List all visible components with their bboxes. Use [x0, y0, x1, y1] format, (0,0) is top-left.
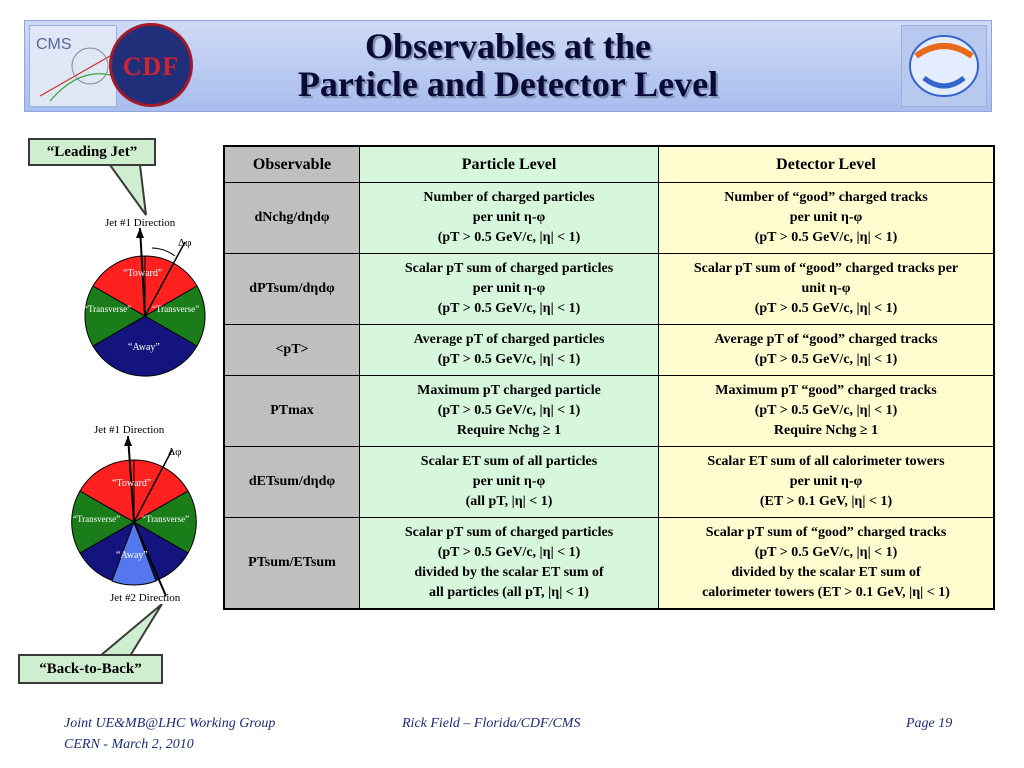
cell-line: (pT > 0.5 GeV/c, |η| < 1) [754, 301, 898, 316]
footer-left-line2: CERN - March 2, 2010 [64, 737, 194, 752]
cell-line: calorimeter towers (ET > 0.1 GeV, |η| < … [702, 585, 950, 600]
detector-cell: Scalar pT sum of “good” charged tracks p… [658, 253, 995, 325]
cell-line: Scalar pT sum of “good” charged tracks p… [693, 261, 959, 276]
toward-label-bottom: “Toward” [112, 478, 152, 489]
transverse-left-label-bottom: “Transverse” [73, 514, 121, 524]
cell-line: (all pT, |η| < 1) [465, 494, 553, 509]
observable-cell: PTsum/ETsum [223, 517, 360, 610]
detector-cell: Maximum pT “good” charged tracks (pT > 0… [658, 375, 995, 447]
cell-line: (pT > 0.5 GeV/c, |η| < 1) [754, 545, 898, 560]
detector-cell: Number of “good” charged tracks per unit… [658, 182, 995, 254]
observable-cell: <pT> [223, 324, 360, 376]
observables-table: Observable Particle Level Detector Level… [223, 145, 995, 610]
cell-line: (pT > 0.5 GeV/c, |η| < 1) [437, 230, 581, 245]
leading-jet-pointer [108, 165, 147, 216]
cell-line: (pT > 0.5 GeV/c, |η| < 1) [754, 403, 898, 418]
table-row: PTmax Maximum pT charged particle (pT > … [223, 375, 995, 447]
transverse-left-label-top: “Transverse” [84, 304, 132, 314]
toward-label-top: “Toward” [123, 268, 163, 279]
cell-line: Average pT of charged particles [413, 332, 605, 347]
observable-cell: PTmax [223, 375, 360, 447]
cell-line: Average pT of “good” charged tracks [714, 332, 938, 347]
title-line-2: Particle and Detector Level [297, 64, 719, 104]
particle-cell: Average pT of charged particles (pT > 0.… [359, 324, 659, 376]
table-row: PTsum/ETsum Scalar pT sum of charged par… [223, 517, 995, 610]
away-label-bottom: “Away” [116, 550, 148, 561]
page-title: Observables at the Particle and Detector… [25, 27, 991, 103]
observable-cell: dPTsum/dηdφ [223, 253, 360, 325]
particle-cell: Scalar pT sum of charged particles (pT >… [359, 517, 659, 610]
table-row: dNchg/dηdφ Number of charged particles p… [223, 182, 995, 254]
title-banner: CMS CDF Observables at the Particle and … [24, 20, 992, 112]
cell-line: divided by the scalar ET sum of [414, 565, 604, 580]
event-diagram-top [84, 228, 206, 377]
cell-line: Maximum pT charged particle [417, 383, 601, 398]
header-detector-level: Detector Level [658, 145, 995, 183]
leading-jet-callout: “Leading Jet” [28, 138, 156, 166]
footer-left-line1: Joint UE&MB@LHC Working Group [64, 716, 276, 731]
detector-cell: Average pT of “good” charged tracks (pT … [658, 324, 995, 376]
cell-line: Number of charged particles [423, 190, 595, 205]
cell-line: Require Nchg ≥ 1 [456, 423, 562, 438]
cell-line: Scalar ET sum of all calorimeter towers [707, 454, 945, 469]
cell-line: Require Nchg ≥ 1 [773, 423, 879, 438]
ue-logo [901, 25, 987, 107]
observable-cell: dETsum/dηdφ [223, 446, 360, 518]
cms-logo-text: CMS [36, 36, 72, 53]
particle-cell: Scalar pT sum of charged particles per u… [359, 253, 659, 325]
observable-cell: dNchg/dηdφ [223, 182, 360, 254]
particle-cell: Number of charged particles per unit η-φ… [359, 182, 659, 254]
detector-cell: Scalar ET sum of all calorimeter towers … [658, 446, 995, 518]
cell-line: (ET > 0.1 GeV, |η| < 1) [759, 494, 893, 509]
cell-line: unit η-φ [801, 281, 851, 296]
footer-page-number: Page 19 [906, 716, 953, 731]
cell-line: all particles (all pT, |η| < 1) [429, 585, 589, 600]
cell-line: (pT > 0.5 GeV/c, |η| < 1) [437, 352, 581, 367]
cell-line: per unit η-φ [472, 210, 546, 225]
table-row: <pT> Average pT of charged particles (pT… [223, 324, 995, 376]
cell-line: per unit η-φ [472, 281, 546, 296]
particle-cell: Maximum pT charged particle (pT > 0.5 Ge… [359, 375, 659, 447]
jet1-direction-label: Jet #1 Direction [105, 217, 176, 229]
cell-line: (pT > 0.5 GeV/c, |η| < 1) [754, 230, 898, 245]
cdf-logo-text: CDF [122, 52, 180, 81]
cell-line: Scalar pT sum of “good” charged tracks [705, 525, 947, 540]
jet1-direction-label-bottom: Jet #1 Direction [94, 424, 165, 436]
back-to-back-callout: “Back-to-Back” [18, 654, 163, 684]
cell-line: Scalar ET sum of all particles [420, 454, 598, 469]
table-row: dPTsum/dηdφ Scalar pT sum of charged par… [223, 253, 995, 325]
particle-cell: Scalar ET sum of all particles per unit … [359, 446, 659, 518]
cell-line: (pT > 0.5 GeV/c, |η| < 1) [437, 545, 581, 560]
away-label-top: “Away” [128, 342, 160, 353]
transverse-right-label-top: “Transverse” [152, 304, 200, 314]
cell-line: per unit η-φ [789, 210, 863, 225]
cell-line: per unit η-φ [789, 474, 863, 489]
footer-center: Rick Field – Florida/CDF/CMS [402, 716, 581, 731]
header-particle-level: Particle Level [359, 145, 659, 183]
header-observable: Observable [223, 145, 360, 183]
delta-phi-label-bottom: Δφ [168, 446, 182, 458]
cdf-logo: CDF [109, 23, 193, 107]
cell-line: Scalar pT sum of charged particles [404, 525, 614, 540]
jet2-direction-label: Jet #2 Direction [110, 592, 181, 604]
title-line-1: Observables at the [365, 26, 651, 66]
cell-line: (pT > 0.5 GeV/c, |η| < 1) [754, 352, 898, 367]
cell-line: Number of “good” charged tracks [724, 190, 928, 205]
table-header-row: Observable Particle Level Detector Level [223, 145, 995, 183]
detector-cell: Scalar pT sum of “good” charged tracks (… [658, 517, 995, 610]
transverse-right-label-bottom: “Transverse” [142, 514, 190, 524]
event-diagram-bottom [71, 436, 197, 596]
cell-line: Maximum pT “good” charged tracks [715, 383, 937, 398]
cms-logo: CMS [29, 25, 117, 107]
cell-line: (pT > 0.5 GeV/c, |η| < 1) [437, 403, 581, 418]
cell-line: Scalar pT sum of charged particles [404, 261, 614, 276]
cell-line: (pT > 0.5 GeV/c, |η| < 1) [437, 301, 581, 316]
table-row: dETsum/dηdφ Scalar ET sum of all particl… [223, 446, 995, 518]
cell-line: divided by the scalar ET sum of [731, 565, 921, 580]
cell-line: per unit η-φ [472, 474, 546, 489]
